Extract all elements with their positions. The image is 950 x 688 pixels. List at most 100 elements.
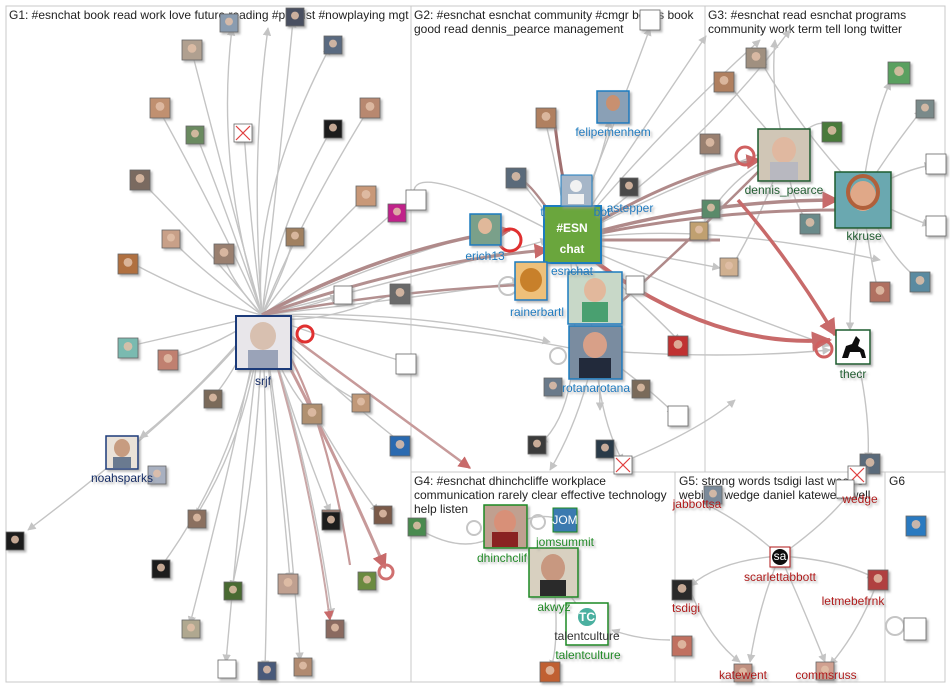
node-esnchat[interactable]	[543, 205, 602, 264]
avatar-face	[123, 342, 133, 351]
self-loop-dhinchcliffe	[466, 520, 482, 536]
edge	[194, 133, 263, 316]
node-thecr[interactable]	[835, 329, 871, 365]
self-loop-dennis	[734, 145, 756, 167]
avatar-thumbnail[interactable]	[835, 479, 855, 499]
label-dennis_pearce: dennis_pearce	[745, 183, 824, 197]
nodes-major: #ESN chat	[105, 90, 892, 646]
node-dhinchcliffe[interactable]	[483, 504, 528, 549]
group-title-g6: G6	[889, 474, 905, 488]
node-scarlettabbott[interactable]	[769, 546, 791, 568]
avatar-thumbnail[interactable]	[903, 617, 927, 641]
node-woman-green[interactable]	[567, 271, 623, 325]
avatar-face	[511, 172, 521, 181]
node-dennis_pearce[interactable]	[757, 128, 811, 182]
group-title-g5-line1: G5: strong words tsdigi last week's	[679, 474, 863, 488]
avatar-face	[413, 521, 421, 530]
group-titles: G1: #esnchat book read work love future …	[9, 8, 906, 516]
avatar-face	[395, 288, 405, 297]
avatar-thumbnail[interactable]	[217, 659, 237, 679]
avatar-face	[549, 381, 557, 390]
avatar-face	[263, 665, 271, 674]
label-akwyz: akwyz	[537, 600, 570, 614]
avatar-thumbnail[interactable]	[667, 405, 689, 427]
node-felipemenhem[interactable]	[596, 90, 630, 124]
edge-strong	[261, 313, 472, 470]
label-commsruss: commsruss	[795, 668, 856, 682]
node-tasteppr-default[interactable]	[560, 174, 593, 207]
self-loop-esnchat	[497, 227, 523, 253]
avatar-face	[541, 112, 551, 121]
avatar-face	[921, 103, 929, 112]
group-title-g4-line2: communication rarely clear effective tec…	[414, 488, 667, 502]
avatar-face	[601, 443, 609, 452]
avatar-face	[393, 207, 401, 216]
label-srjf: srjf	[255, 374, 272, 388]
avatar-face	[379, 509, 387, 518]
avatar-face	[191, 129, 199, 138]
talentculture-badge-text: TC	[579, 610, 595, 624]
avatar-face	[705, 138, 715, 147]
node-srjf[interactable]	[235, 315, 292, 370]
self-loop-g6	[885, 616, 905, 636]
edge	[622, 399, 736, 463]
node-rainerbartl[interactable]	[514, 261, 548, 301]
avatar-face	[751, 52, 761, 61]
avatar-face	[11, 535, 19, 544]
node-kkruse[interactable]	[834, 171, 892, 229]
avatar-thumbnail[interactable]	[333, 285, 353, 305]
avatar-face	[153, 469, 161, 478]
label-dhinchcliffe: dhinchclif	[477, 551, 528, 565]
avatar-thumbnail[interactable]	[405, 189, 427, 211]
scarlettabbott-badge-text: sa	[774, 549, 787, 563]
edge	[129, 261, 263, 316]
group-box-g1	[5, 5, 412, 683]
avatar-thumbnail[interactable]	[925, 215, 947, 237]
group-title-g4-line3: help listen	[414, 502, 468, 516]
node-akwyz[interactable]	[528, 547, 579, 598]
avatar-face	[357, 397, 365, 406]
avatar-face	[327, 515, 335, 524]
avatar-face	[135, 174, 145, 183]
avatar-face	[187, 44, 197, 53]
avatar-face	[193, 513, 201, 522]
avatar-face	[365, 102, 375, 111]
avatar-face	[229, 585, 237, 594]
node-noahsparks[interactable]	[105, 435, 139, 470]
avatar-thumbnail[interactable]	[395, 353, 417, 375]
node-talentculture[interactable]	[565, 602, 609, 646]
label-thecr: thecr	[840, 367, 867, 381]
avatar-face	[291, 231, 299, 240]
avatar-face	[155, 102, 165, 111]
self-loop-akwyz	[530, 514, 546, 530]
avatar-face	[291, 11, 299, 20]
node-rotanarotana[interactable]	[568, 325, 623, 380]
edge	[256, 27, 272, 316]
esnchat-logo-text-2: chat	[560, 242, 585, 256]
avatar-face	[299, 661, 307, 670]
edge	[261, 195, 367, 316]
edge-strong	[261, 243, 550, 317]
avatar-face	[875, 286, 885, 295]
node-erich13[interactable]	[469, 213, 502, 246]
avatar-face	[873, 574, 883, 583]
node-jomsummit[interactable]	[552, 507, 578, 533]
avatar-face	[827, 125, 837, 135]
label-tasteppr-c: astepper	[607, 201, 654, 215]
group-title-g4-line1: G4: #esnchat dhinchcliffe workplace	[414, 474, 606, 488]
avatar-thumbnail[interactable]	[925, 153, 947, 175]
avatar-thumbnail[interactable]	[639, 9, 661, 31]
avatar-face	[209, 393, 217, 402]
avatar-face	[625, 181, 633, 190]
avatar-face	[157, 563, 165, 572]
edge	[689, 589, 741, 663]
label-katewent: katewent	[719, 668, 768, 682]
avatar-face	[719, 76, 729, 85]
self-loop-rotanarotana	[549, 347, 567, 365]
avatar-thumbnail[interactable]	[625, 275, 645, 295]
talentculture-sub-text: talentculture	[554, 629, 620, 643]
avatar-face	[163, 354, 173, 363]
edge	[611, 628, 671, 641]
self-loop-thecr	[814, 339, 834, 359]
